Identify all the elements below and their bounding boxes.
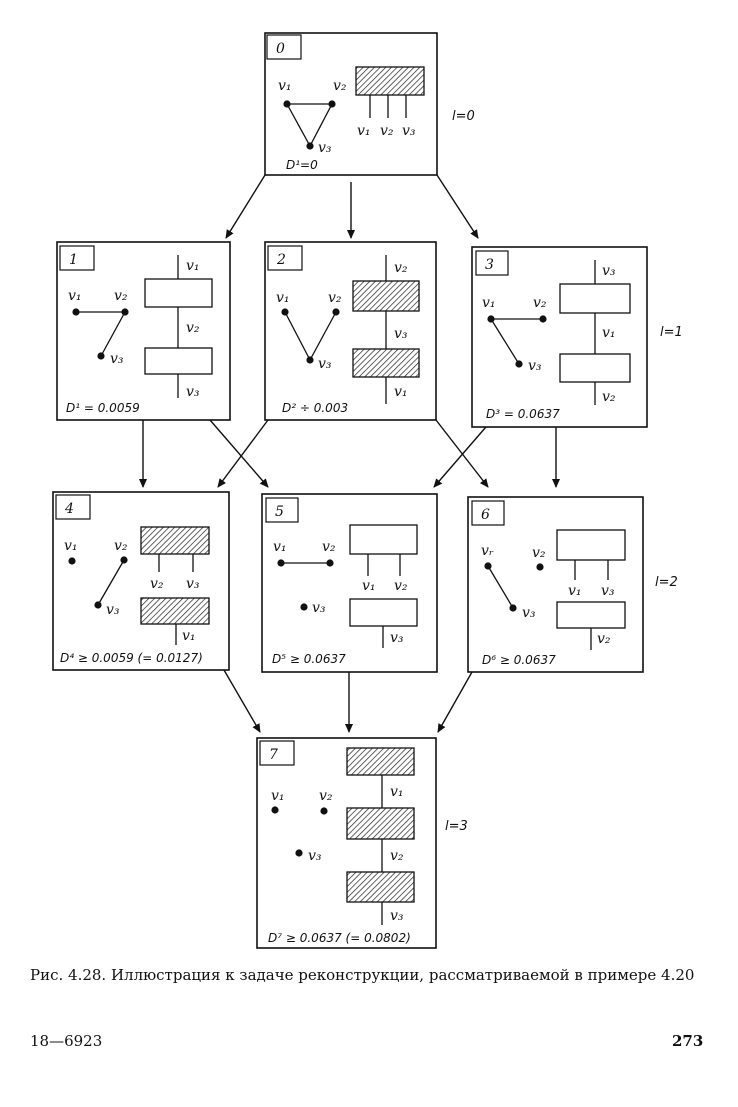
node-distance: D⁷ ≥ 0.0637 (= 0.0802) [268, 931, 411, 945]
node-distance: D¹ = 0.0059 [66, 401, 140, 415]
node-0: 0 v₁ v₂ v₃ v₁ v₂ v₃ D¹=0 [264, 32, 438, 176]
node-4: 4 v₁ v₂ v₃ v₂ v₃ v₁ D⁴ ≥ 0.0059 (= 0.012… [52, 491, 230, 671]
node-distance: D⁴ ≥ 0.0059 (= 0.0127) [60, 651, 203, 665]
node-id: 7 [269, 747, 278, 763]
vertex-label: v₂ [114, 538, 128, 554]
level-label: l=0 [452, 109, 475, 124]
node-distance: D¹=0 [286, 158, 318, 172]
vertex-label: v₂ [333, 78, 347, 94]
vertex-label: v₃ [110, 351, 124, 367]
wire-label: v₂ [394, 578, 408, 594]
node-id: 5 [275, 504, 284, 520]
level-label: l=2 [655, 575, 678, 590]
wire-label: v₃ [186, 576, 200, 592]
node-id: 3 [485, 257, 494, 273]
node-7: 7 v₁ v₂ v₃ v₁ v₂ v₃ D⁷ ≥ 0.0637 (= 0.080… [256, 737, 437, 949]
wire-label: v₃ [394, 326, 408, 342]
wire-label: v₃ [390, 908, 404, 924]
edge-6-7 [437, 671, 473, 733]
wire-label: v₃ [602, 263, 616, 279]
level-label: l=3 [445, 819, 468, 834]
vertex-label: v₂ [328, 290, 342, 306]
node-distance: D² ÷ 0.003 [282, 401, 348, 415]
edge-3-5 [433, 419, 493, 488]
wire-label: v₁ [602, 325, 616, 341]
wire-label: v₁ [362, 578, 376, 594]
level-label: l=1 [660, 325, 683, 340]
page-number: 273 [672, 1032, 704, 1050]
node-1: 1 v₁ v₂ v₃ v₁ v₂ v₃ D¹ = 0.0059 [56, 241, 231, 421]
edge-0-3 [436, 174, 479, 239]
footer-signature: 18—6923 [30, 1032, 103, 1050]
wire-label: v₃ [186, 384, 200, 400]
edge-2-4 [217, 419, 269, 488]
wire-label: v₂ [602, 389, 616, 405]
wire-label: v₁ [568, 583, 582, 599]
wire-label: v₃ [390, 630, 404, 646]
wire-label: v₂ [186, 320, 200, 336]
vertex-label: v₂ [532, 545, 546, 561]
vertex-label: v₁ [271, 788, 285, 804]
vertex-label: v₃ [318, 140, 332, 156]
wire-label: v₁ [182, 628, 196, 644]
edge-4-7 [223, 669, 261, 733]
node-distance: D⁶ ≥ 0.0637 [482, 653, 556, 667]
vertex-label: v₃ [312, 600, 326, 616]
node-distance: D⁵ ≥ 0.0637 [272, 652, 346, 666]
vertex-label: v₃ [308, 848, 322, 864]
wire-label: v₁ [390, 784, 404, 800]
vertex-label: v₂ [322, 539, 336, 555]
vertex-label: v₁ [278, 78, 292, 94]
node-3: 3 v₁ v₂ v₃ v₃ v₁ v₂ D³ = 0.0637 [471, 246, 648, 428]
vertex-label: v₁ [68, 288, 82, 304]
edges [139, 174, 560, 733]
wire-label: v₂ [150, 576, 164, 592]
wire-label: v₁ [394, 384, 408, 400]
node-id: 6 [481, 507, 490, 523]
vertex-label: v₂ [533, 295, 547, 311]
wire-label: v₂ [380, 123, 394, 139]
node-5: 5 v₁ v₂ v₃ v₁ v₂ v₃ D⁵ ≥ 0.0637 [261, 493, 438, 673]
vertex-label: v₃ [318, 356, 332, 372]
edge-2-6 [435, 419, 489, 488]
wire-label: v₂ [390, 848, 404, 864]
vertex-label: v₁ [64, 538, 78, 554]
vertex-label: v₃ [522, 605, 536, 621]
vertex-label: v₃ [528, 358, 542, 374]
node-id: 0 [276, 41, 285, 57]
node-id: 2 [276, 252, 286, 268]
vertex-label: v₂ [114, 288, 128, 304]
vertex-label: vᵣ [481, 543, 494, 559]
edge-1-5 [209, 419, 269, 488]
wire-label: v₂ [394, 260, 408, 276]
node-id: 4 [64, 501, 74, 517]
vertex-label: v₁ [276, 290, 290, 306]
node-id: 1 [69, 252, 78, 268]
vertex-label: v₂ [319, 788, 333, 804]
wire-label: v₂ [597, 631, 611, 647]
wire-label: v₁ [186, 258, 200, 274]
vertex-label: v₁ [482, 295, 496, 311]
figure-caption: Рис. 4.28. Иллюстрация к задаче реконстр… [30, 966, 695, 984]
node-distance: D³ = 0.0637 [486, 407, 560, 421]
wire-label: v₁ [357, 123, 371, 139]
wire-label: v₃ [402, 123, 416, 139]
edge-0-1 [225, 174, 266, 239]
node-2: 2 v₁ v₂ v₃ v₂ v₃ v₁ D² ÷ 0.003 [264, 241, 437, 421]
node-6: 6 vᵣ v₂ v₃ v₁ v₃ v₂ D⁶ ≥ 0.0637 [467, 496, 644, 673]
vertex-label: v₃ [106, 602, 120, 618]
wire-label: v₃ [601, 583, 615, 599]
vertex-label: v₁ [273, 539, 287, 555]
